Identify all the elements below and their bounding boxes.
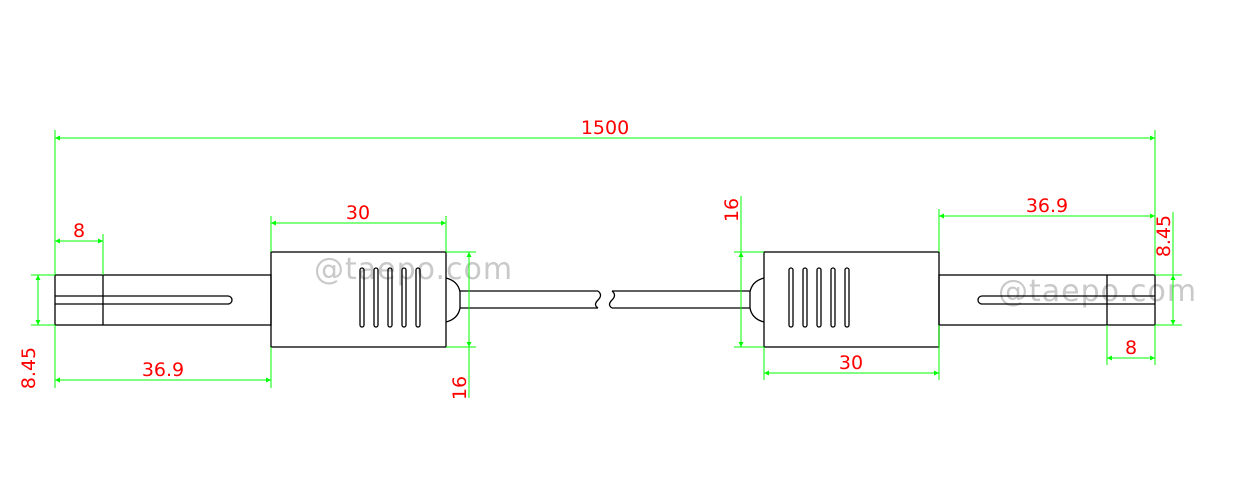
right-pin-slot (977, 295, 1155, 305)
right-pin-outline (938, 274, 1156, 326)
left-plug (54, 251, 461, 348)
dim-left-pin-text: 36.9 (142, 359, 184, 381)
dim-total-length: 1500 (54, 117, 1156, 275)
dim-right-body-diameter: 16 (721, 196, 764, 348)
right-grip-ribs (788, 267, 850, 328)
dim-left-body: 30 (270, 202, 447, 252)
cable-break-left (594, 290, 602, 309)
dim-right-body-text: 30 (839, 352, 863, 374)
right-body (763, 251, 940, 348)
watermark-left: @taepo.com (314, 252, 513, 287)
dim-left-body-diameter-text: 16 (449, 376, 471, 400)
dim-left-pin: 36.9 (54, 325, 272, 388)
dim-total-length-text: 1500 (581, 117, 629, 139)
left-pin-slot (55, 295, 233, 305)
dim-right-tip: 8 (1106, 325, 1156, 365)
dim-right-pin: 36.9 (938, 195, 1156, 275)
dim-left-pin-diameter: 8.45 (18, 274, 55, 389)
left-strain-relief (445, 277, 461, 323)
right-plug (749, 251, 1156, 348)
left-grip-ribs (359, 267, 421, 328)
dim-right-tip-text: 8 (1125, 337, 1137, 359)
cable-break-right (608, 290, 616, 309)
dim-right-body-diameter-text: 16 (721, 198, 743, 222)
dim-left-tip-text: 8 (73, 220, 85, 242)
left-pin-outline (54, 274, 272, 326)
dim-left-body-text: 30 (346, 202, 370, 224)
dim-right-pin-diameter: 8.45 (1153, 212, 1182, 326)
left-body (270, 251, 447, 348)
dim-left-tip: 8 (55, 220, 104, 275)
cable (460, 290, 750, 309)
dim-right-pin-diameter-text: 8.45 (1153, 215, 1175, 257)
dim-right-body: 30 (763, 325, 940, 380)
right-strain-relief (749, 277, 765, 323)
dim-left-pin-diameter-text: 8.45 (18, 347, 40, 389)
dim-right-pin-text: 36.9 (1026, 195, 1068, 217)
watermark-right: @taepo.com (998, 274, 1197, 309)
dim-left-body-diameter: 16 (446, 251, 476, 400)
